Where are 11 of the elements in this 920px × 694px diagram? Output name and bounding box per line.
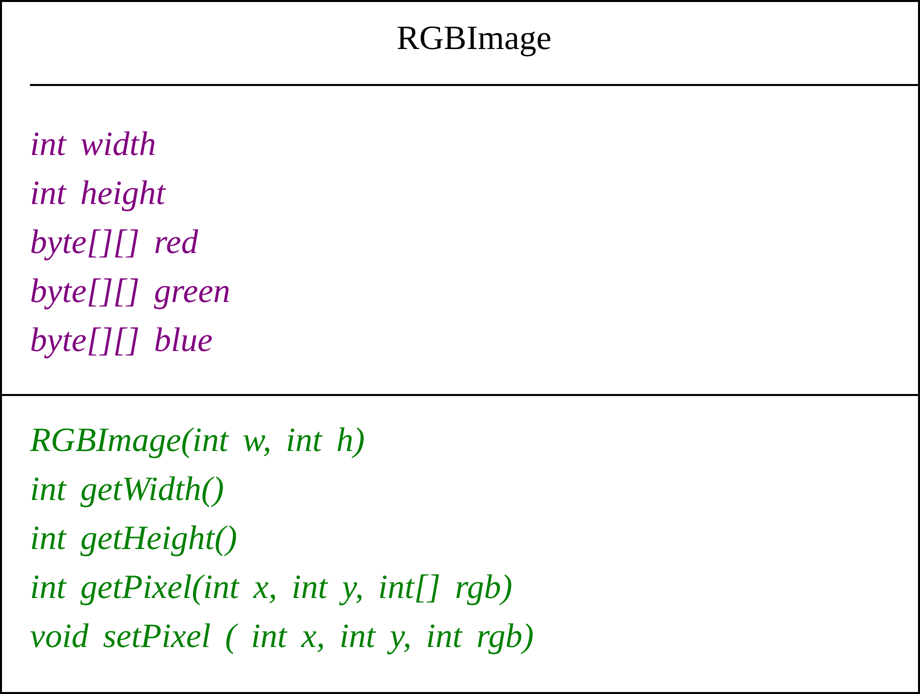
attribute-text: byte[][] green [30,272,230,312]
attribute-text: byte[][] blue [30,321,213,361]
attribute-text: int width [30,125,156,165]
attribute-text: int height [30,174,166,214]
class-name: RGBImage [396,20,552,58]
method-text: void setPixel ( int x, int y, int rgb) [30,617,534,657]
method-text: int getPixel(int x, int y, int[] rgb) [30,568,512,608]
method-text: int getWidth() [30,470,224,510]
method-text: int getHeight() [30,519,238,559]
attribute-text: byte[][] red [30,223,198,263]
method-text: RGBImage(int w, int h) [30,421,365,461]
